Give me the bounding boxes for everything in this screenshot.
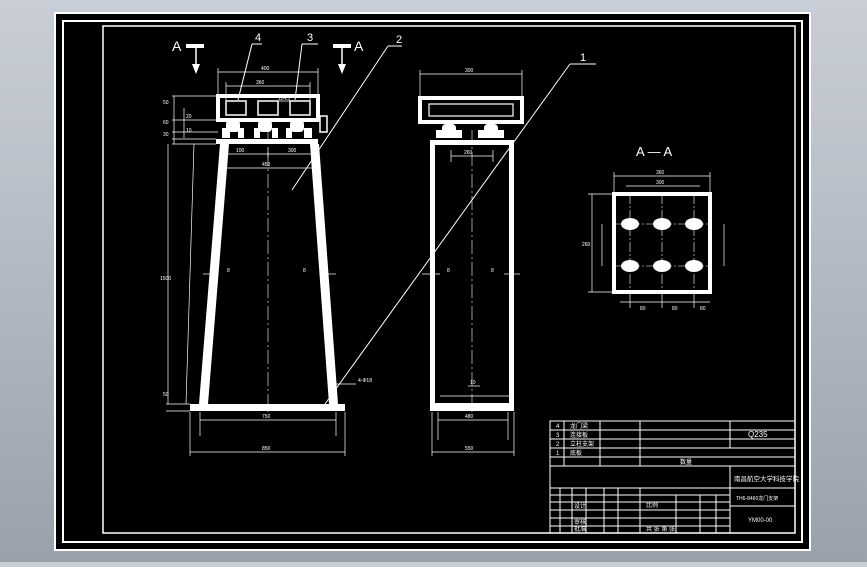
material-text: Q235	[748, 430, 768, 439]
dim-text: 1500	[160, 276, 171, 282]
dim-text: 8	[447, 268, 450, 274]
sheet-inner-border	[62, 20, 803, 543]
part-name: 底板	[570, 449, 582, 457]
part-no: 3	[556, 433, 560, 439]
dim-text: 550	[465, 446, 474, 452]
part-name: 立柱支架	[570, 440, 594, 448]
front-view	[190, 94, 345, 412]
scale-label: 比例	[646, 501, 658, 509]
dim-text: 50	[163, 100, 169, 106]
part-no: 2	[556, 442, 560, 448]
dim-text: 300	[656, 180, 665, 186]
balloon-1: 1	[580, 52, 586, 64]
dim-text: 400	[261, 66, 270, 72]
drawing-name: TH6-8460龙门支架	[736, 495, 778, 502]
part-name: 龙门梁	[570, 422, 588, 430]
section-letter-right: A	[354, 38, 364, 54]
side-dimension-texts: 300 260 8 8 10 480 550	[447, 68, 494, 452]
dim-text: 8	[227, 268, 230, 274]
dim-text: 30	[163, 132, 169, 138]
check-label: 审核	[574, 518, 586, 526]
drawing-frame	[102, 25, 796, 534]
part-no: 1	[556, 451, 560, 457]
dim-text: 260	[464, 150, 473, 156]
balloon-3: 3	[307, 32, 313, 44]
qty-label: 数量	[680, 458, 692, 466]
dim-text: 850	[262, 446, 271, 452]
dim-text: 480	[465, 414, 474, 420]
balloon-2: 2	[396, 34, 402, 46]
design-label: 设计	[574, 502, 586, 510]
dim-text: 300	[465, 68, 474, 74]
dim-text: 114.5	[278, 96, 290, 102]
title-block	[549, 420, 796, 534]
dim-text: 10	[470, 380, 476, 386]
dim-text: 80	[700, 306, 706, 312]
dim-text: 8	[491, 268, 494, 274]
dim-text: 4-Φ18	[358, 378, 372, 384]
drawing-number: YM00-00	[748, 518, 773, 524]
front-dimensions	[166, 68, 356, 456]
dim-text: 750	[262, 414, 271, 420]
approve-label: 批准	[574, 525, 586, 533]
dim-text: 60	[163, 120, 169, 126]
sheet-label: 共 张 第 张	[646, 525, 675, 533]
dim-text: 80	[640, 306, 646, 312]
part-name: 连接板	[570, 431, 588, 439]
side-dimensions	[419, 70, 523, 456]
dim-text: 8	[303, 268, 306, 274]
dim-text: 20	[186, 114, 192, 120]
front-dimension-texts: 400 360 114.5 100 300 450 1500 750 850 4…	[160, 66, 372, 452]
section-view	[612, 192, 712, 294]
dim-text: 10	[186, 128, 192, 134]
section-letter-left: A	[172, 38, 182, 54]
section-marker-left: A	[172, 38, 204, 74]
section-dimensions	[588, 172, 725, 308]
part-no: 4	[556, 424, 560, 430]
dim-text: 100	[236, 148, 245, 154]
section-title: A — A	[636, 144, 672, 159]
dim-text: 260	[582, 242, 591, 248]
section-marker-right: A	[333, 38, 364, 74]
school-name: 南昌航空大学科技学院	[734, 474, 800, 483]
dim-text: 360	[256, 80, 265, 86]
title-block-texts: 4 龙门梁 3 连接板 2 立柱支架 1 底板 Q235 数量 南昌航空大学科技…	[556, 422, 800, 533]
section-dimension-texts: 360 300 260 80 80 80	[582, 170, 706, 312]
dim-text: 450	[262, 162, 271, 168]
dim-text: 360	[656, 170, 665, 176]
dim-text: 50	[163, 392, 169, 398]
dim-text: 300	[288, 148, 297, 154]
dim-text: 80	[672, 306, 678, 312]
balloon-4: 4	[255, 32, 261, 44]
